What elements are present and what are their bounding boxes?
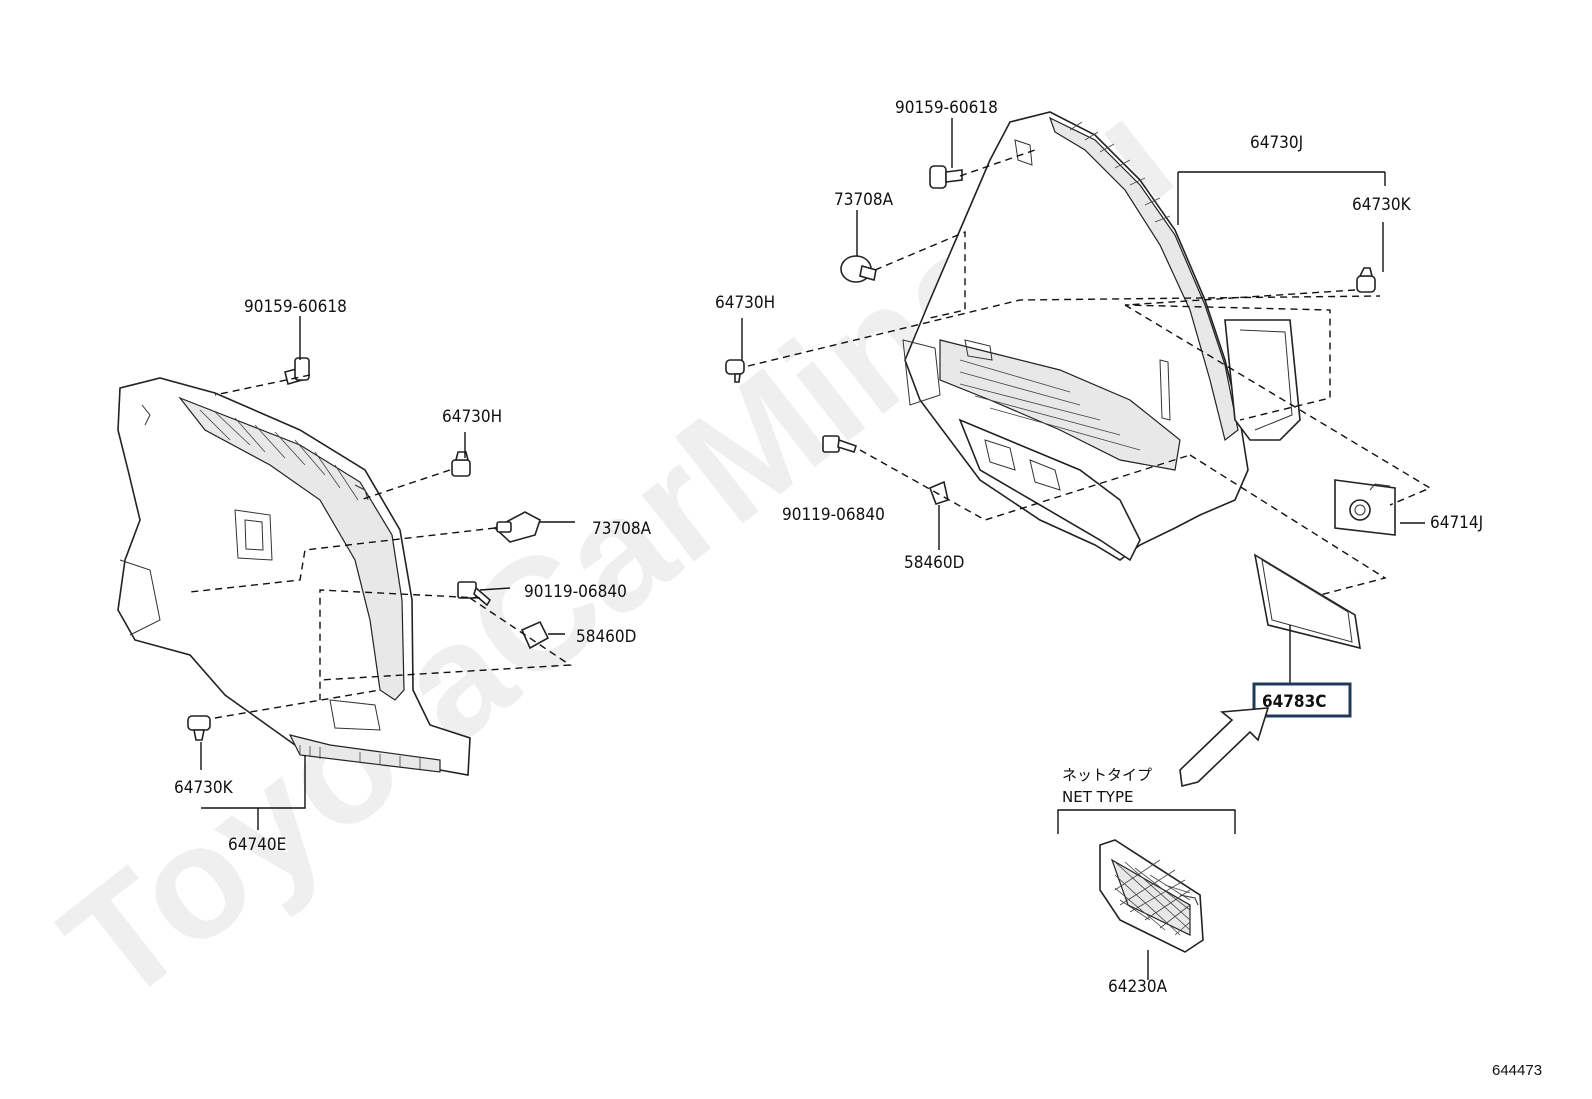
part-label: 90119-06840 [524,582,627,602]
nut-clip-icon [520,620,550,650]
clip-icon [451,451,471,477]
bolt-icon [822,435,858,453]
net-type-label: NET TYPE [1062,788,1133,806]
frame-icon [1253,553,1361,650]
clip-icon [187,715,211,741]
arrow-icon [1179,707,1270,787]
part-label: 73708A [592,519,652,539]
part-label: 64740E [228,835,286,855]
net-type-jp-label: ネットタイプ [1062,766,1152,784]
clip-icon [725,359,745,383]
clip-icon [1356,267,1376,293]
part-label: 73708A [834,190,894,210]
part-label: 64730H [442,407,502,427]
net-pocket-icon [1099,839,1204,953]
part-label: 90119-06840 [782,505,885,525]
nut-clip-icon [928,480,949,506]
highlighted-part-label: 64783C [1262,692,1326,712]
clip-icon [929,165,963,189]
cap-icon [493,511,541,543]
highlight-box [1252,682,1352,718]
left-trim-panel [117,377,471,776]
clip-icon [284,357,310,385]
part-label: 64730H [715,293,775,313]
cover-cap-icon [1334,479,1396,536]
part-label: 64714J [1430,513,1483,533]
part-label: 58460D [904,553,964,573]
part-label: 64730K [174,778,234,798]
cap-icon [840,255,877,283]
part-label: 90159-60618 [895,98,998,118]
part-label: 64730J [1250,133,1303,153]
right-trim-panel [902,111,1301,562]
part-label: 58460D [576,627,636,647]
part-label: 64730K [1352,195,1412,215]
part-label: 90159-60618 [244,297,347,317]
diagram-number: 644473 [1492,1062,1542,1079]
part-label: 64230A [1108,977,1168,997]
